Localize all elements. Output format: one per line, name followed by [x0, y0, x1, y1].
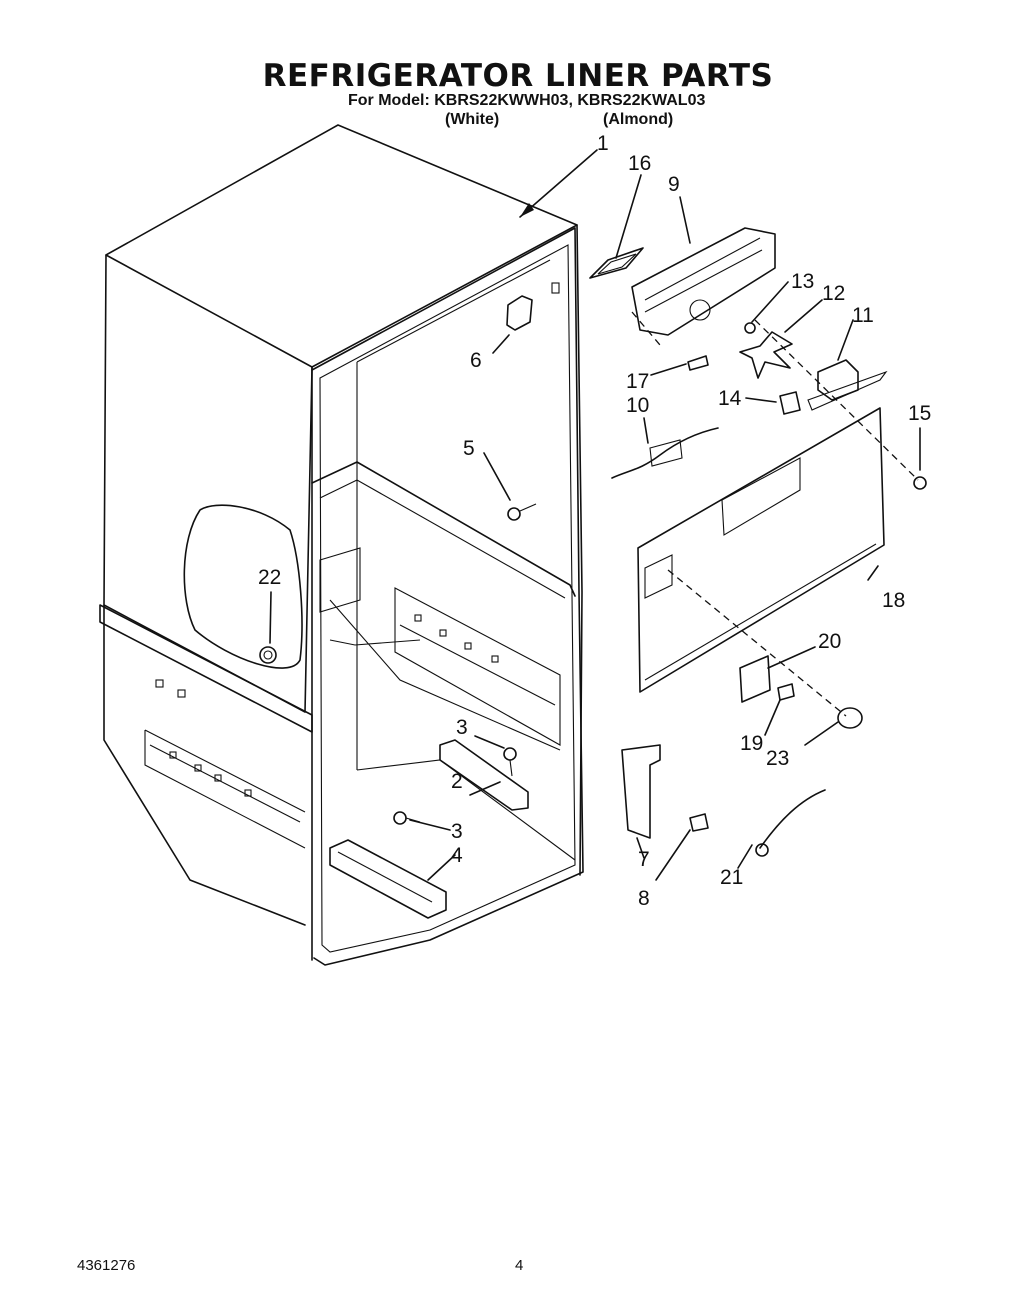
callout-22: 22	[258, 566, 281, 589]
callout-1: 1	[597, 132, 609, 155]
callout-11: 11	[852, 304, 874, 327]
callout-18: 18	[882, 589, 905, 612]
page-number: 4	[515, 1257, 524, 1274]
callout-17: 17	[626, 370, 649, 393]
callout-6: 6	[470, 349, 482, 372]
variant-almond-label: (Almond)	[603, 111, 674, 128]
leader-lines	[269, 149, 921, 881]
callout-16: 16	[628, 152, 651, 175]
callout-15: 15	[908, 402, 931, 425]
callout-12: 12	[822, 282, 845, 305]
callout-13: 13	[791, 270, 814, 293]
callout-4: 4	[451, 844, 463, 867]
callout-5: 5	[463, 437, 475, 460]
callout-21: 21	[720, 866, 743, 889]
page-title: REFRIGERATOR LINER PARTS	[262, 58, 774, 94]
evaporator-cover-assembly	[589, 227, 927, 857]
callout-19: 19	[740, 732, 763, 755]
callout-7: 7	[638, 848, 650, 871]
callout-9: 9	[668, 173, 680, 196]
callout-14: 14	[718, 387, 742, 410]
model-line: For Model: KBRS22KWWH03, KBRS22KWAL03	[348, 92, 706, 109]
callout-2: 2	[451, 770, 463, 793]
callout-20: 20	[818, 630, 841, 653]
liner-cabinet	[99, 124, 584, 966]
callout-10: 10	[626, 394, 649, 417]
callout-3-lower: 3	[451, 820, 463, 843]
callout-23: 23	[766, 747, 789, 770]
callout-3-upper: 3	[456, 716, 468, 739]
variant-white-label: (White)	[445, 111, 500, 128]
callout-8: 8	[638, 887, 650, 910]
part-number: 4361276	[77, 1257, 136, 1274]
